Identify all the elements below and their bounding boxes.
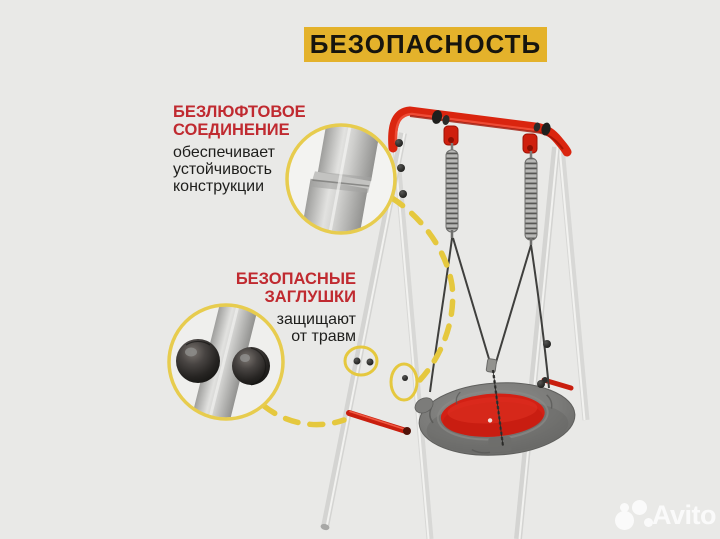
- spot-circle-right-cap: [389, 362, 419, 402]
- annotation-connectors: [261, 195, 456, 428]
- callout-joint-body-line: обеспечивает: [173, 144, 275, 161]
- connector-caps-to-frame: [261, 403, 347, 428]
- rope-connector: [485, 358, 498, 373]
- callout-joint-body-line: устойчивость: [173, 161, 272, 178]
- spot-circle-left-caps: [343, 345, 379, 377]
- callout-joint: БЕЗЛЮФТОВОЕ СОЕДИНЕНИЕ обеспечивает усто…: [173, 103, 333, 195]
- safety-banner: БЕЗОПАСНОСТЬ: [304, 27, 547, 62]
- right-spring: [524, 151, 538, 245]
- right-hanger-bracket: [522, 133, 538, 154]
- callout-caps-body-line: защищают: [276, 311, 356, 328]
- nest-swing-seat: [414, 382, 576, 456]
- callout-joint-heading-line: БЕЗЛЮФТОВОЕ: [173, 103, 306, 121]
- annotation-spot-circles: [343, 345, 419, 402]
- left-hanger-bracket: [443, 125, 459, 146]
- tube-joint-closeup-circle: [285, 123, 397, 235]
- callout-caps-body-line: от травм: [291, 328, 356, 345]
- beam-clamps: [431, 110, 551, 154]
- avito-logo-text: Avito: [652, 500, 717, 530]
- safety-cap-knobs: [353, 139, 551, 388]
- left-spring: [445, 143, 459, 238]
- seat-chain: [491, 369, 505, 447]
- safety-cap-closeup-circle: [167, 303, 285, 421]
- swing-ropes: [429, 237, 550, 393]
- callout-joint-body-line: конструкции: [173, 178, 264, 195]
- seat-left-pocket: [414, 397, 434, 414]
- left-side-rail: [346, 410, 411, 435]
- right-front-leg: [514, 146, 560, 539]
- callout-caps-heading-line: ЗАГЛУШКИ: [264, 287, 356, 306]
- callout-caps: БЕЗОПАСНЫЕ ЗАГЛУШКИ защищают от травм: [196, 270, 356, 345]
- avito-watermark: Avito: [612, 496, 720, 534]
- right-side-rail: [541, 377, 574, 391]
- callout-caps-heading-line: БЕЗОПАСНЫЕ: [235, 270, 356, 288]
- connector-joint-to-frame: [389, 195, 456, 383]
- callout-joint-heading-line: СОЕДИНЕНИЕ: [173, 120, 290, 139]
- right-rear-leg: [557, 146, 590, 421]
- avito-logo-icon: [612, 498, 653, 532]
- top-beam: [388, 106, 572, 157]
- left-rear-leg: [392, 146, 434, 539]
